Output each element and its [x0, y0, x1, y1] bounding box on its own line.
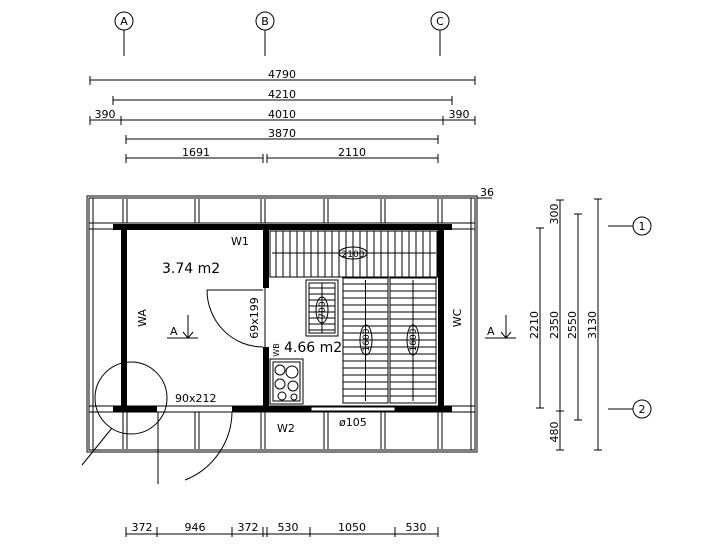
- dim-bottom-1: 372: [132, 521, 153, 534]
- room-area-right: 4.66 m2: [284, 340, 342, 356]
- svg-text:700: 700: [318, 301, 328, 318]
- dim-2210: 2210: [528, 311, 541, 339]
- inner-door-swing: [206, 289, 264, 348]
- bench-lower-left: [342, 277, 389, 404]
- dim-3870: 3870: [268, 127, 296, 140]
- axis-label-c: C: [436, 15, 444, 28]
- stove: [269, 358, 304, 405]
- axis-label-1: 1: [639, 220, 646, 233]
- dim-4790: 4790: [268, 68, 296, 81]
- inner-door-size: 69x199: [248, 297, 261, 339]
- dim-bottom-2: 946: [185, 521, 206, 534]
- axis-markers-top: [114, 11, 450, 56]
- bench-label-lower-right: 1600: [406, 324, 420, 356]
- right-dimension-lines: [536, 198, 652, 451]
- section-label-right: A: [487, 325, 495, 338]
- axis-label-a: A: [120, 15, 128, 28]
- dim-300: 300: [548, 204, 561, 225]
- dim-1691: 1691: [182, 146, 210, 159]
- entrance-door-size: 90x212: [175, 392, 217, 405]
- dim-2550: 2550: [566, 311, 579, 339]
- dim-bottom-5: 1050: [338, 521, 366, 534]
- section-label-left: A: [170, 325, 178, 338]
- dim-2350: 2350: [548, 311, 561, 339]
- window-label-w1: W1: [231, 235, 249, 248]
- dim-bottom-6: 530: [406, 521, 427, 534]
- axis-label-2: 2: [639, 403, 646, 416]
- dim-3130: 3130: [586, 311, 599, 339]
- walls: [113, 224, 452, 412]
- dim-36: 36: [480, 186, 494, 199]
- svg-text:1600: 1600: [409, 328, 419, 351]
- dim-390-right: 390: [449, 108, 470, 121]
- axis-label-b: B: [261, 15, 269, 28]
- section-marker-left: [167, 315, 198, 339]
- top-dimension-lines: [89, 76, 476, 163]
- dim-480: 480: [548, 422, 561, 443]
- bench-label-small: 700: [315, 296, 329, 324]
- bench-lower-right: [389, 277, 437, 404]
- dim-bottom-4: 530: [278, 521, 299, 534]
- bench-label-lower-left: 1600: [359, 324, 373, 356]
- bench-top: [269, 230, 439, 278]
- dim-390-left: 390: [95, 108, 116, 121]
- window-label-wa: WA: [136, 309, 149, 327]
- dim-4010: 4010: [268, 108, 296, 121]
- bench-small: [305, 279, 339, 337]
- dim-bottom-3: 372: [238, 521, 259, 534]
- room-area-left: 3.74 m2: [162, 261, 220, 277]
- entrance-door-swing: [157, 411, 233, 484]
- window-label-w2: W2: [277, 422, 295, 435]
- svg-text:1600: 1600: [362, 328, 372, 351]
- vent-label: ø105: [339, 416, 367, 429]
- window-label-wb: WB: [272, 343, 281, 356]
- window-label-wc: WC: [451, 308, 464, 327]
- svg-text:2100: 2100: [342, 250, 365, 260]
- bottom-dimension-line: [125, 527, 439, 537]
- detail-callout: [81, 361, 168, 466]
- dim-2110: 2110: [338, 146, 366, 159]
- bench-label-top: 2100: [338, 246, 368, 260]
- dim-4210: 4210: [268, 88, 296, 101]
- section-marker-right: [485, 315, 516, 339]
